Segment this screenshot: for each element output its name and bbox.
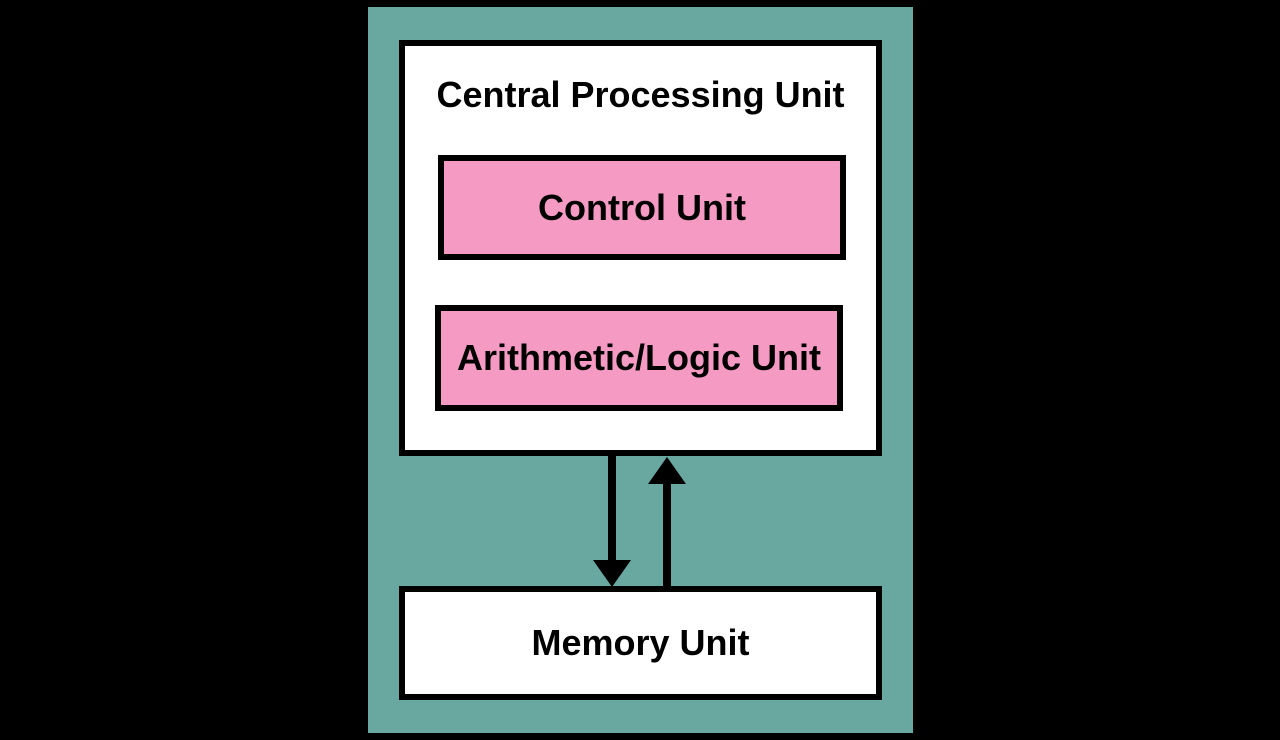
arithmetic-logic-unit-box: Arithmetic/Logic Unit <box>435 305 843 411</box>
cpu-title: Central Processing Unit <box>436 74 845 115</box>
control-unit-label: Control Unit <box>538 186 746 228</box>
control-unit-box: Control Unit <box>438 155 846 260</box>
cpu-box: Central Processing Unit Control Unit Ari… <box>399 40 882 456</box>
diagram-panel: Central Processing Unit Control Unit Ari… <box>368 7 913 733</box>
memory-unit-label: Memory Unit <box>531 622 750 663</box>
memory-unit-box: Memory Unit <box>399 586 882 700</box>
arithmetic-logic-unit-label: Arithmetic/Logic Unit <box>456 337 821 378</box>
